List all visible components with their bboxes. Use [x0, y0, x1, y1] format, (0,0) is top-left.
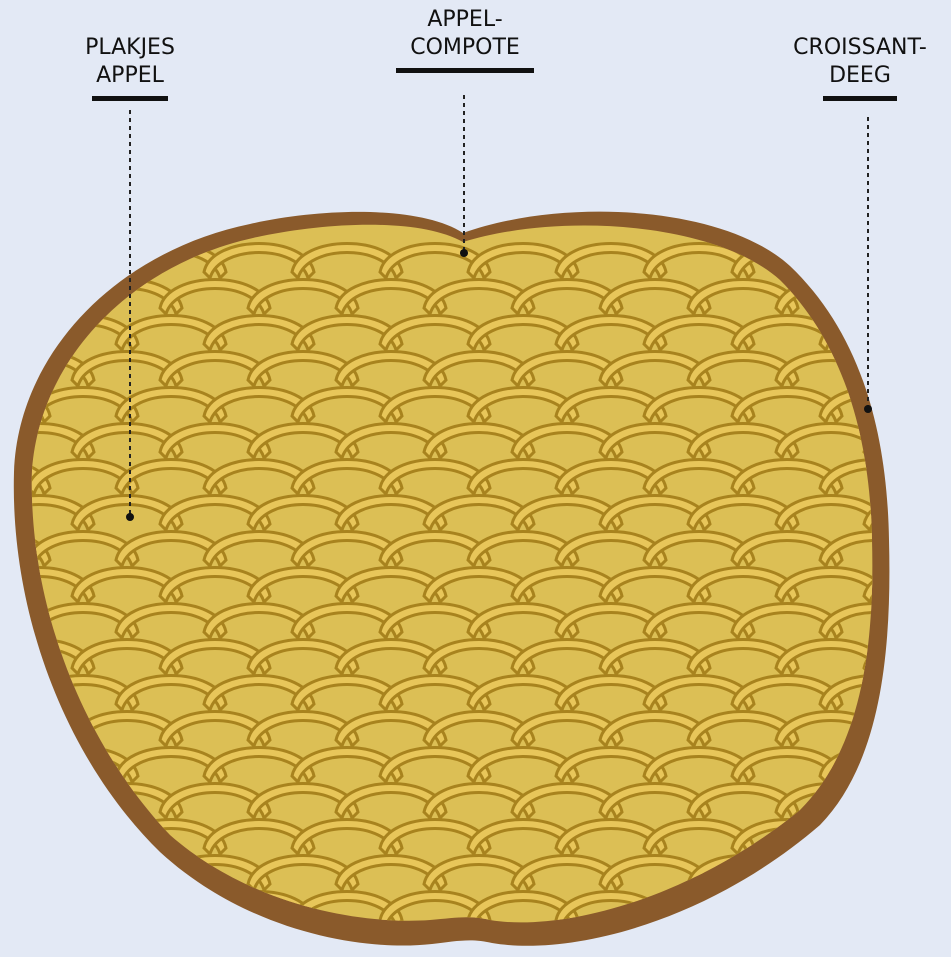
apple-slice [908, 316, 951, 351]
apple-slice [864, 280, 951, 315]
apple-slice [72, 928, 182, 957]
apple-slice [908, 820, 951, 855]
apple-slice [28, 820, 138, 855]
apple-slices-label-line2: APPEL [60, 62, 200, 90]
apple-slice [72, 856, 182, 891]
apple-slice [0, 784, 94, 819]
apple-slice [688, 928, 798, 957]
croissant-dough-label: CROISSANT- DEEG [770, 34, 950, 101]
apple-slice [732, 892, 842, 927]
apple-compote-label-line1: APPEL- [380, 6, 550, 34]
apple-slice [908, 532, 951, 567]
apple-slices-dot [126, 513, 134, 521]
apple-slice [908, 604, 951, 639]
croissant-dough-label-bar [823, 96, 897, 101]
apple-slice [776, 856, 886, 891]
apple-slice [908, 460, 951, 495]
apple-slice [0, 892, 50, 927]
apple-slice [820, 244, 930, 279]
apple-slice [864, 784, 951, 819]
apple-slice [776, 928, 886, 957]
apple-slice [908, 892, 951, 927]
apple-slice [908, 244, 951, 279]
apple-slice [908, 676, 951, 711]
apple-slice [0, 676, 50, 711]
apple-slice [0, 316, 50, 351]
apple-slice [820, 820, 930, 855]
apple-slice [0, 280, 94, 315]
apple-slice [864, 712, 951, 747]
apple-compote-label: APPEL- COMPOTE [380, 6, 550, 73]
apple-slice [0, 856, 94, 891]
apple-slice [864, 856, 951, 891]
apple-compote-label-bar [396, 68, 534, 73]
croissant-dough-dot [864, 405, 872, 413]
apple-slice [0, 820, 50, 855]
apple-slice [28, 892, 138, 927]
apple-slice [908, 748, 951, 783]
apple-slice [0, 928, 94, 957]
apple-compote-dot [460, 249, 468, 257]
apple-slice [160, 928, 270, 957]
apple-slices-label: PLAKJES APPEL [60, 34, 200, 101]
apple-slice [116, 892, 226, 927]
apple-compote-label-line2: COMPOTE [380, 34, 550, 62]
apple-slice [908, 388, 951, 423]
croissant-dough-label-line1: CROISSANT- [770, 34, 950, 62]
apple-slice [28, 244, 138, 279]
apple-slice [864, 352, 951, 387]
apple-slices-label-bar [92, 96, 168, 101]
apple-slices-label-line1: PLAKJES [60, 34, 200, 62]
apple-slice [0, 244, 50, 279]
apple-slice [0, 748, 50, 783]
croissant-dough-label-line2: DEEG [770, 62, 950, 90]
apple-slice [864, 928, 951, 957]
apple-slice [820, 892, 930, 927]
